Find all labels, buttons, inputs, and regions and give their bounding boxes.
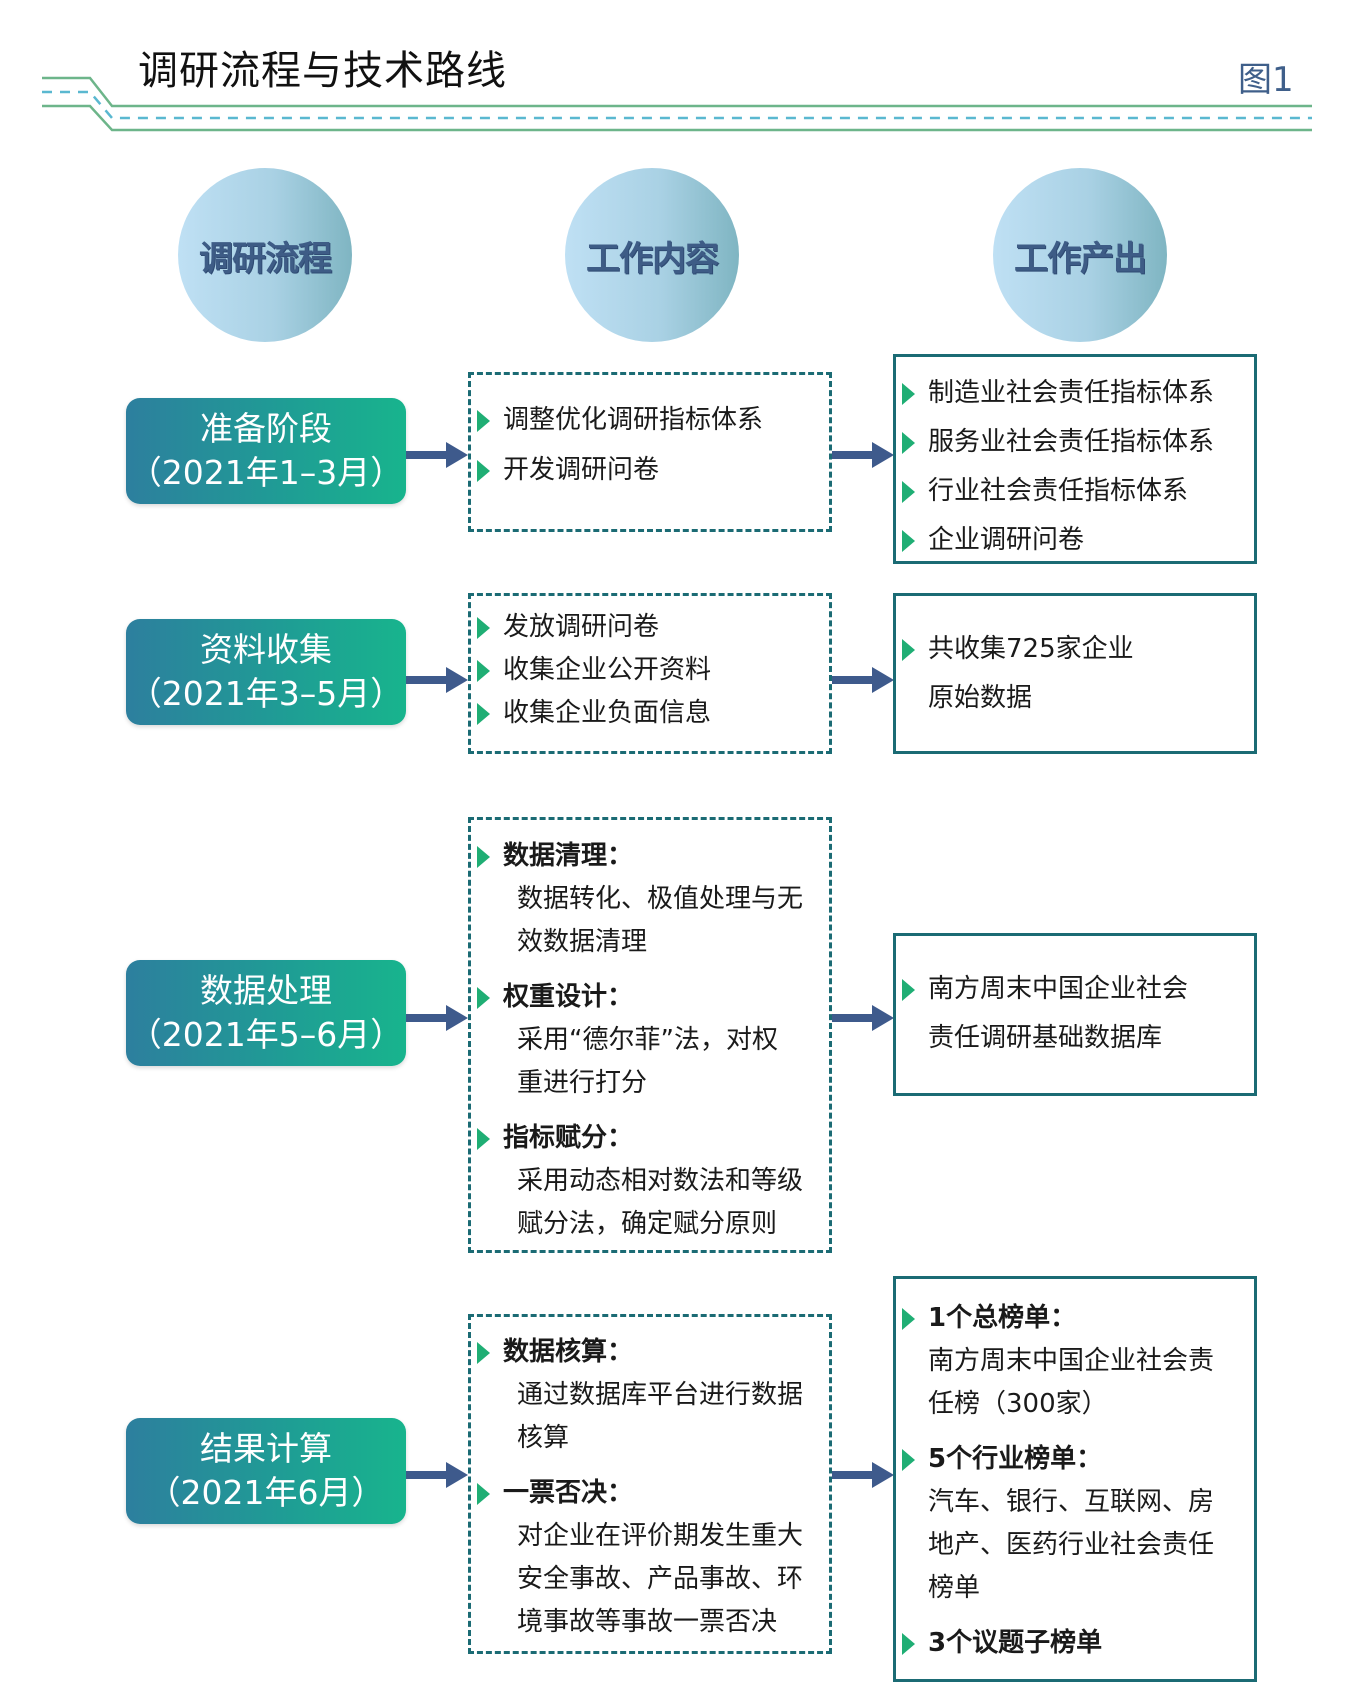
work-item-heading: 权重设计： xyxy=(471,976,829,1019)
output-item: 制造业社会责任指标体系 xyxy=(896,369,1254,418)
work-item-heading: 数据清理： xyxy=(471,835,829,878)
header-line-bottom xyxy=(42,104,1312,132)
work-item: 收集企业负面信息 xyxy=(471,692,829,735)
work-item-heading: 指标赋分： xyxy=(471,1117,829,1160)
work-box-preparation: 调整优化调研指标体系 开发调研问卷 xyxy=(468,372,832,532)
stage-period: （2021年6月） xyxy=(147,1473,385,1512)
figure-label: 图1 xyxy=(1238,60,1294,100)
work-item-detail: 通过数据库平台进行数据 xyxy=(517,1380,804,1410)
work-item-detail: 对企业在评价期发生重大 xyxy=(517,1521,804,1551)
stage-name: 结果计算 xyxy=(200,1429,332,1468)
triangle-right-icon xyxy=(477,660,490,682)
output-item-detail: 汽车、银行、互联网、房 xyxy=(928,1487,1215,1517)
output-item-detail: 任榜（300家） xyxy=(928,1389,1108,1419)
output-item: 企业调研问卷 xyxy=(896,516,1254,565)
output-item: 南方周末中国企业社会 xyxy=(896,965,1254,1014)
output-box-preparation: 制造业社会责任指标体系 服务业社会责任指标体系 行业社会责任指标体系 企业调研问… xyxy=(893,354,1257,564)
arrow-right-icon xyxy=(406,442,468,468)
output-item-detail: 南方周末中国企业社会责 xyxy=(928,1346,1215,1376)
output-item-continuation: 责任调研基础数据库 xyxy=(928,1023,1163,1053)
triangle-right-icon xyxy=(477,1483,490,1505)
column-header-label: 工作内容 xyxy=(586,238,719,279)
arrow-right-icon xyxy=(406,667,468,693)
work-item-detail: 数据转化、极值处理与无 xyxy=(517,884,804,914)
triangle-right-icon xyxy=(477,987,490,1009)
output-item: 共收集725家企业 xyxy=(896,625,1254,674)
work-item-detail: 核算 xyxy=(517,1423,570,1453)
work-box-data-processing: 数据清理： 数据转化、极值处理与无 效数据清理 权重设计： 采用“德尔菲”法，对… xyxy=(468,817,832,1253)
output-item-heading: 5个行业榜单： xyxy=(896,1438,1254,1481)
output-box-data-processing: 南方周末中国企业社会 责任调研基础数据库 xyxy=(893,933,1257,1096)
arrow-right-icon xyxy=(832,1005,894,1031)
stage-box-result-calculation: 结果计算 （2021年6月） xyxy=(126,1418,406,1524)
arrow-right-icon xyxy=(406,1462,468,1488)
stage-name: 资料收集 xyxy=(200,630,332,669)
output-box-data-collection: 共收集725家企业 原始数据 xyxy=(893,593,1257,754)
work-item: 发放调研问卷 xyxy=(471,606,829,649)
stage-box-data-collection: 资料收集 （2021年3–5月） xyxy=(126,619,406,725)
stage-name: 准备阶段 xyxy=(200,409,332,448)
work-item: 调整优化调研指标体系 xyxy=(471,399,829,442)
work-item: 开发调研问卷 xyxy=(471,449,829,492)
triangle-right-icon xyxy=(902,1633,915,1655)
work-item-heading: 一票否决： xyxy=(471,1472,829,1515)
arrow-right-icon xyxy=(832,667,894,693)
column-header-output: 工作产出 xyxy=(993,168,1167,342)
stage-period: （2021年1–3月） xyxy=(128,453,404,492)
stage-name: 数据处理 xyxy=(200,971,332,1010)
triangle-right-icon xyxy=(902,1449,915,1471)
work-item-detail: 赋分法，确定赋分原则 xyxy=(517,1209,778,1239)
work-box-data-collection: 发放调研问卷 收集企业公开资料 收集企业负面信息 xyxy=(468,593,832,754)
output-item-detail: 地产、医药行业社会责任 xyxy=(928,1530,1215,1560)
triangle-right-icon xyxy=(477,703,490,725)
stage-period: （2021年3–5月） xyxy=(128,674,404,713)
work-item-detail: 境事故等事故一票否决 xyxy=(517,1607,778,1637)
stage-period: （2021年5–6月） xyxy=(128,1015,404,1054)
output-item: 服务业社会责任指标体系 xyxy=(896,418,1254,467)
output-box-result-calculation: 1个总榜单： 南方周末中国企业社会责 任榜（300家） 5个行业榜单： 汽车、银… xyxy=(893,1276,1257,1682)
work-item-detail: 效数据清理 xyxy=(517,927,648,957)
arrow-right-icon xyxy=(406,1005,468,1031)
work-item-detail: 采用“德尔菲”法，对权 xyxy=(517,1025,778,1055)
triangle-right-icon xyxy=(902,530,915,552)
output-item-heading: 3个议题子榜单 xyxy=(896,1622,1254,1665)
work-item-detail: 采用动态相对数法和等级 xyxy=(517,1166,804,1196)
work-item-heading: 数据核算： xyxy=(471,1331,829,1374)
header-line-dashed xyxy=(42,90,1312,120)
work-item-detail: 重进行打分 xyxy=(517,1068,648,1098)
output-item-continuation: 原始数据 xyxy=(928,683,1033,713)
diagram-title: 调研流程与技术路线 xyxy=(138,48,507,94)
output-item-heading: 1个总榜单： xyxy=(896,1297,1254,1340)
triangle-right-icon xyxy=(902,979,915,1001)
triangle-right-icon xyxy=(477,617,490,639)
triangle-right-icon xyxy=(902,432,915,454)
column-header-process: 调研流程 xyxy=(178,168,352,342)
work-item: 收集企业公开资料 xyxy=(471,649,829,692)
header-line-top xyxy=(42,76,1312,108)
output-item: 行业社会责任指标体系 xyxy=(896,467,1254,516)
arrow-right-icon xyxy=(832,442,894,468)
triangle-right-icon xyxy=(477,846,490,868)
triangle-right-icon xyxy=(902,1308,915,1330)
work-box-result-calculation: 数据核算： 通过数据库平台进行数据 核算 一票否决： 对企业在评价期发生重大 安… xyxy=(468,1314,832,1654)
column-header-label: 调研流程 xyxy=(199,238,332,279)
triangle-right-icon xyxy=(902,481,915,503)
column-header-label: 工作产出 xyxy=(1014,238,1147,279)
triangle-right-icon xyxy=(902,383,915,405)
stage-box-data-processing: 数据处理 （2021年5–6月） xyxy=(126,960,406,1066)
triangle-right-icon xyxy=(477,1128,490,1150)
header-decoration xyxy=(42,76,1312,132)
triangle-right-icon xyxy=(477,1342,490,1364)
output-item-detail: 榜单 xyxy=(928,1573,981,1603)
work-item-detail: 安全事故、产品事故、环 xyxy=(517,1564,804,1594)
triangle-right-icon xyxy=(477,460,490,482)
stage-box-preparation: 准备阶段 （2021年1–3月） xyxy=(126,398,406,504)
triangle-right-icon xyxy=(902,639,915,661)
arrow-right-icon xyxy=(832,1462,894,1488)
triangle-right-icon xyxy=(477,410,490,432)
column-header-work: 工作内容 xyxy=(565,168,739,342)
